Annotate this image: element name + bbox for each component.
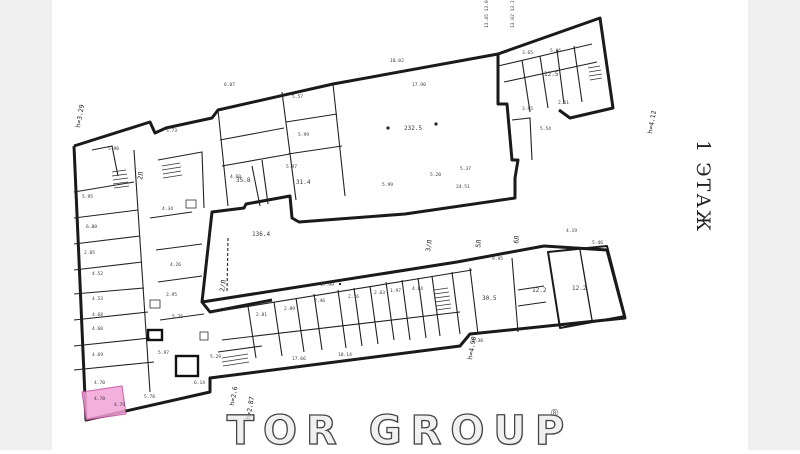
svg-text:h=2.6: h=2.6	[228, 386, 239, 407]
svg-text:136.4: 136.4	[252, 231, 270, 238]
outer-wall-upper	[73, 52, 520, 314]
svg-text:2.89: 2.89	[284, 306, 295, 312]
svg-text:31.4: 31.4	[296, 179, 311, 186]
svg-text:5.29: 5.29	[210, 354, 221, 360]
svg-text:h=3.29: h=3.29	[74, 104, 86, 129]
svg-text:2.63: 2.63	[374, 290, 385, 296]
svg-text:2Л: 2Л	[136, 171, 145, 180]
svg-text:6.07: 6.07	[224, 82, 235, 88]
svg-text:5.20: 5.20	[430, 172, 441, 178]
svg-text:12.2: 12.2	[532, 287, 547, 294]
svg-text:35.8: 35.8	[236, 177, 251, 184]
left-letterbox	[0, 0, 52, 450]
svg-text:3/Л: 3/Л	[424, 239, 434, 252]
svg-text:5.37: 5.37	[460, 166, 471, 172]
highlighted-room	[81, 385, 127, 421]
svg-text:5.06: 5.06	[550, 48, 561, 54]
svg-text:12.2: 12.2	[572, 285, 587, 292]
svg-text:4.84: 4.84	[412, 286, 423, 292]
svg-text:3.65: 3.65	[522, 50, 533, 56]
svg-text:12.5: 12.5	[544, 71, 559, 78]
svg-text:3.95: 3.95	[166, 292, 177, 298]
svg-text:10.14: 10.14	[338, 352, 352, 358]
svg-text:232.5: 232.5	[404, 125, 422, 132]
svg-text:h=4.12: h=4.12	[646, 110, 658, 135]
svg-text:5.78: 5.78	[144, 394, 155, 400]
svg-text:4.79: 4.79	[114, 402, 125, 408]
svg-text:5.99: 5.99	[382, 182, 393, 188]
svg-text:4.60: 4.60	[92, 326, 103, 332]
svg-text:6.00: 6.00	[86, 224, 97, 230]
svg-text:5.57: 5.57	[292, 94, 303, 100]
svg-text:2.76: 2.76	[348, 294, 359, 300]
annex-wall	[547, 245, 626, 329]
annex-partition	[579, 249, 593, 321]
registered-mark: ®	[551, 408, 559, 419]
svg-text:5.54: 5.54	[540, 126, 551, 132]
svg-text:4.70: 4.70	[94, 380, 105, 386]
svg-text:17.66: 17.66	[292, 356, 306, 362]
svg-text:4.69: 4.69	[92, 352, 103, 358]
svg-text:5.73: 5.73	[166, 128, 177, 134]
svg-text:5.97: 5.97	[158, 350, 169, 356]
right-letterbox	[748, 0, 800, 450]
outer-wall-lower	[72, 145, 627, 422]
svg-text:2.81: 2.81	[256, 312, 267, 318]
svg-text:30.5: 30.5	[482, 295, 497, 302]
svg-text:h=4.90: h=4.90	[466, 336, 478, 361]
svg-text:5.46: 5.46	[592, 240, 603, 246]
svg-text:5.97: 5.97	[286, 164, 297, 170]
svg-text:4.19: 4.19	[566, 228, 577, 234]
svg-text:5.38: 5.38	[472, 338, 483, 344]
svg-text:5.95: 5.95	[82, 194, 93, 200]
svg-text:h=2.87: h=2.87	[244, 396, 256, 421]
floor-plan-drawing: 5.95 6.00 2.85 4.52 4.53 4.68 4.60 4.69 …	[72, 0, 658, 422]
svg-text:2/Л: 2/Л	[218, 279, 228, 292]
svg-text:17.90: 17.90	[412, 82, 426, 88]
svg-text:4.68: 4.68	[92, 312, 103, 318]
corridor-labels: 2Л 2/Л 3/Л 5Л 6Л	[136, 171, 521, 292]
svg-text:2.61: 2.61	[558, 100, 569, 106]
svg-text:5.99: 5.99	[298, 132, 309, 138]
svg-text:6.14: 6.14	[194, 380, 205, 386]
floor-label: 1 ЭТАЖ	[692, 140, 714, 234]
svg-text:17.99: 17.99	[320, 282, 334, 288]
svg-text:4.53: 4.53	[92, 296, 103, 302]
svg-text:6Л: 6Л	[512, 235, 521, 244]
svg-text:4.52: 4.52	[92, 271, 103, 277]
svg-text:4.26: 4.26	[170, 262, 181, 268]
dimension-labels: 5.95 6.00 2.85 4.52 4.53 4.68 4.60 4.69 …	[82, 48, 603, 408]
svg-text:13.45 13.00 13.25: 13.45 13.00 13.25	[484, 0, 490, 28]
svg-text:5Л: 5Л	[474, 239, 483, 248]
svg-text:1.97: 1.97	[390, 288, 401, 294]
svg-text:9.95: 9.95	[492, 256, 503, 262]
floor-plan: 5.95 6.00 2.85 4.52 4.53 4.68 4.60 4.69 …	[52, 0, 748, 450]
outer-wall-upper-right	[497, 16, 615, 120]
svg-text:5.75: 5.75	[172, 314, 183, 320]
svg-text:5.90: 5.90	[108, 146, 119, 152]
svg-text:3.95: 3.95	[522, 106, 533, 112]
svg-text:4.70: 4.70	[94, 396, 105, 402]
svg-text:24.51: 24.51	[456, 184, 470, 190]
svg-text:13.02 13.25: 13.02 13.25	[510, 0, 516, 28]
svg-text:10.02: 10.02	[390, 58, 404, 64]
svg-text:4.34: 4.34	[162, 206, 173, 212]
svg-text:4.60: 4.60	[230, 174, 241, 180]
svg-text:2.85: 2.85	[84, 250, 95, 256]
top-right-dims: 13.45 13.00 13.25 13.02 13.25	[484, 0, 516, 28]
height-marks: h=3.29 h=4.12 h=2.6 h=2.87 h=4.90	[74, 104, 658, 421]
svg-text:2.46: 2.46	[314, 298, 325, 304]
